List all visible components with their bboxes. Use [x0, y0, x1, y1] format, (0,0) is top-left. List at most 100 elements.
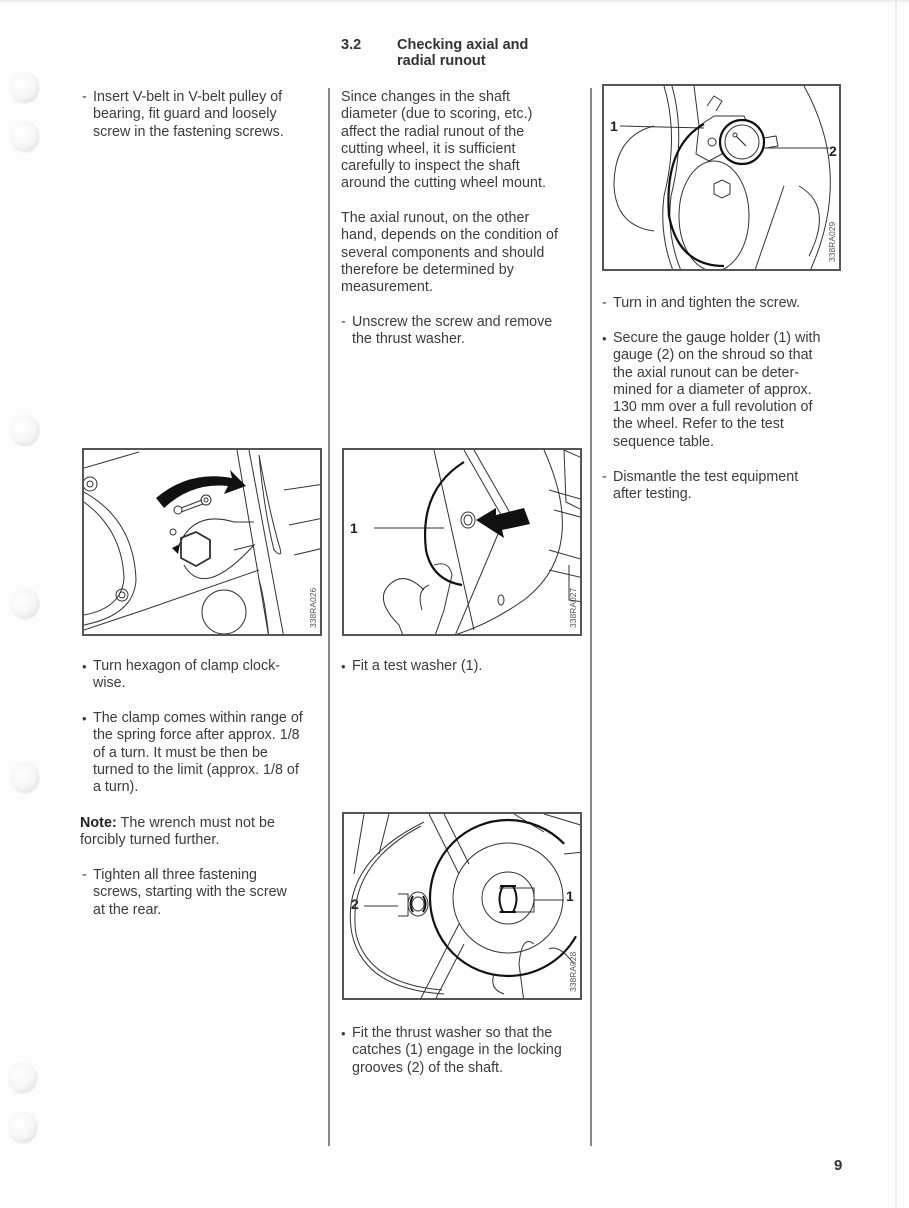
text-line: catches (1) engage in the locking — [352, 1042, 562, 1059]
text-line: Unscrew the screw and remove — [352, 314, 553, 330]
bullet-marker: • — [602, 331, 607, 346]
callout-1: 1 — [566, 888, 574, 904]
figure-code: 338RA028 — [568, 951, 578, 992]
figure-code: 338RA026 — [308, 587, 318, 628]
column-divider-left — [328, 88, 330, 1146]
text-line: The axial runout, on the other — [341, 210, 530, 226]
text-line: around the cutting wheel mount. — [341, 175, 547, 192]
text-line: Since changes in the shaft — [341, 89, 511, 105]
bullet-marker: • — [82, 659, 87, 674]
step-tighten-screws: - Tighten all three fastening screws, st… — [82, 867, 322, 919]
thrust-washer-illustration — [349, 814, 580, 998]
figure-code: 338RA029 — [827, 221, 837, 262]
text-line: Tighten all three fastening — [93, 867, 257, 883]
text-line: measurement. — [341, 279, 433, 296]
text-line: mined for a diameter of approx. — [613, 381, 812, 398]
text-line: Dismantle the test equipment — [613, 469, 799, 485]
section-title-line: radial runout — [397, 53, 486, 69]
axial-paragraph: The axial runout, on the other hand, dep… — [341, 210, 586, 296]
text-line: bearing, fit guard and loosely — [93, 106, 277, 123]
punch-hole — [8, 1112, 36, 1142]
step-unscrew: - Unscrew the screw and remove the thrus… — [341, 314, 581, 349]
text-line: The wrench must not be — [116, 815, 276, 831]
text-line: grooves (2) of the shaft. — [352, 1059, 503, 1076]
step-clamp-range: • The clamp comes within range of the sp… — [82, 710, 327, 796]
step-tighten-screw: - Turn in and tighten the screw. — [602, 295, 842, 312]
punch-hole — [10, 72, 38, 102]
text-line: the thrust washer. — [352, 331, 465, 348]
text-line: screws, starting with the screw — [93, 884, 287, 901]
test-washer-illustration — [374, 450, 580, 634]
page-top-edge — [0, 0, 909, 2]
text-line: Secure the gauge holder (1) with — [613, 330, 821, 346]
text-line: Turn in and tighten the screw. — [613, 295, 801, 311]
step-fit-thrust-washer: • Fit the thrust washer so that the catc… — [341, 1025, 586, 1077]
figure-wrench-clamp: 338RA026 — [82, 448, 322, 636]
text-line: therefore be determined by — [341, 261, 514, 278]
text-line: Insert V-belt in V-belt pulley of — [93, 89, 283, 105]
step-fit-test-washer: • Fit a test washer (1). — [341, 658, 581, 675]
punch-hole — [10, 415, 38, 445]
text-line: gauge (2) on the shroud so that — [613, 347, 813, 364]
section-title: Checking axial and radial runout — [397, 37, 577, 69]
text-line: turned to the limit (approx. 1/8 of — [93, 761, 299, 778]
callout-2: 2 — [351, 896, 359, 912]
text-line: Fit a test washer (1). — [352, 658, 483, 674]
dash-marker: - — [602, 295, 607, 311]
column-divider-right — [590, 88, 592, 1146]
wrench-clamp-illustration — [84, 450, 320, 634]
bullet-marker: • — [82, 711, 87, 726]
punch-hole — [10, 762, 38, 792]
step-dismantle: - Dismantle the test equipment after tes… — [602, 469, 842, 504]
text-line: at the rear. — [93, 901, 162, 918]
text-line: carefully to inspect the shaft — [341, 158, 520, 175]
punch-hole — [8, 1062, 36, 1092]
callout-2: 2 — [829, 143, 837, 159]
step-secure-gauge: • Secure the gauge holder (1) with gauge… — [602, 330, 847, 451]
intro-paragraph: Since changes in the shaft diameter (due… — [341, 89, 581, 193]
note-line: Note: The wrench must not be — [80, 815, 325, 832]
punch-hole — [10, 588, 38, 618]
dial-gauge-illustration — [613, 86, 831, 269]
note-label: Note: — [80, 815, 117, 831]
figure-dial-gauge: 1 2 338RA029 — [602, 84, 841, 271]
text-line: several components and should — [341, 244, 545, 261]
dash-marker: - — [341, 314, 346, 330]
text-line: of a turn. It must be then be — [93, 744, 268, 761]
figure-test-washer: 1 338RA027 — [342, 448, 582, 636]
text-line: the spring force after approx. 1/8 — [93, 727, 300, 744]
section-title-line: Checking axial and — [397, 37, 529, 53]
text-line: cutting wheel, it is sufficient — [341, 140, 516, 157]
step-insert-vbelt: - Insert V-belt in V-belt pulley of bear… — [82, 89, 322, 141]
text-line: Turn hexagon of clamp clock- — [93, 658, 281, 674]
text-line: diameter (due to scoring, etc.) — [341, 106, 533, 123]
text-line: wise. — [93, 675, 126, 692]
callout-1: 1 — [350, 520, 358, 536]
bullet-marker: • — [341, 1026, 346, 1041]
text-line: hand, depends on the condition of — [341, 227, 559, 244]
note-block: Note: The wrench must not be forcibly tu… — [80, 815, 325, 850]
section-number: 3.2 — [341, 37, 362, 53]
text-line: screw in the fastening screws. — [93, 123, 284, 140]
text-line: affect the radial runout of the — [341, 123, 525, 140]
dash-marker: - — [602, 469, 607, 485]
text-line: the wheel. Refer to the test — [613, 416, 784, 433]
callout-1: 1 — [610, 118, 618, 134]
text-line: sequence table. — [613, 433, 714, 450]
text-line: The clamp comes within range of — [93, 710, 303, 726]
figure-thrust-washer: 2 1 338RA028 — [342, 812, 582, 1000]
page-number: 9 — [834, 1157, 843, 1174]
text-line: a turn). — [93, 779, 139, 796]
punch-hole — [10, 121, 38, 151]
text-line: forcibly turned further. — [80, 832, 220, 849]
text-line: after testing. — [613, 486, 692, 503]
page-right-edge — [895, 0, 897, 1208]
bullet-marker: • — [341, 659, 346, 674]
text-line: 130 mm over a full revolution of — [613, 399, 813, 416]
dash-marker: - — [82, 867, 87, 883]
text-line: Fit the thrust washer so that the — [352, 1025, 553, 1041]
step-turn-hexagon: • Turn hexagon of clamp clock- wise. — [82, 658, 322, 693]
figure-code: 338RA027 — [568, 587, 578, 628]
text-line: the axial runout can be deter- — [613, 364, 799, 381]
dash-marker: - — [82, 89, 87, 105]
